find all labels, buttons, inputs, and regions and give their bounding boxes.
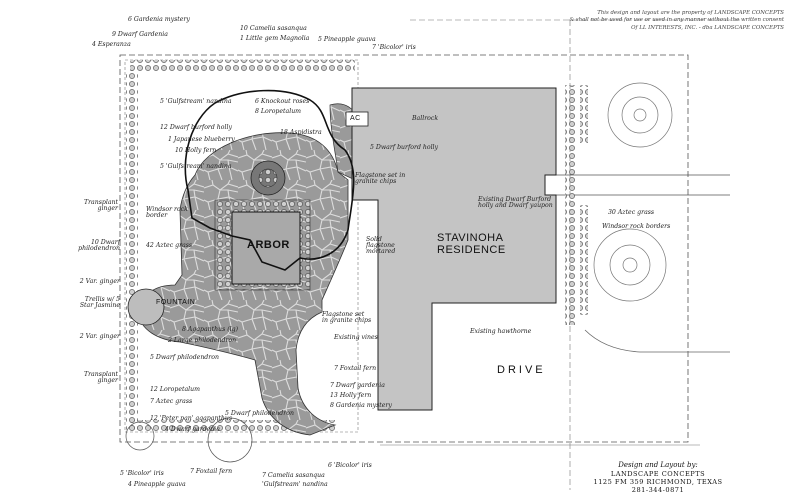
copyright-notice: This design and layout are the property … xyxy=(554,10,784,32)
shrub-row-top xyxy=(130,60,355,72)
plant-label: 1 Little gem Magnolia xyxy=(240,35,310,42)
plant-label: Ballrock xyxy=(412,115,439,122)
drive-label: DRIVE xyxy=(497,364,546,376)
designer-credit: Design and Layout by: LANDSCAPE CONCEPTS… xyxy=(588,461,728,494)
plant-label: 7 Foxtail fern xyxy=(190,468,233,475)
plant-label: 10 Dwarf philodendron xyxy=(78,239,120,253)
plant-label: 10 Holly fern xyxy=(175,147,217,154)
notice-line-2: & shall not be used for use or used in a… xyxy=(569,17,784,24)
plant-label: 7 Dwarf gardenia xyxy=(330,382,385,389)
plant-label: 7 Aztec grass xyxy=(150,398,193,405)
plant-label: 4 Dwarf gardenia xyxy=(165,426,220,433)
plant-label: Flagstone set in granite chips xyxy=(322,311,372,325)
credit-line-4: 281-344-0871 xyxy=(631,486,685,495)
plant-label: 42 Aztec grass xyxy=(146,242,193,249)
credit-line-1: Design and Layout by: xyxy=(618,461,698,469)
shrub-row-right-lower xyxy=(580,205,588,315)
plant-label: 8 Agapanthus (lg) xyxy=(182,326,239,333)
plant-label: Existing Dwarf Burford holly and Dwarf y… xyxy=(478,196,553,210)
tree-canopy-outline xyxy=(184,89,355,271)
bottom-feature-circle xyxy=(207,417,253,463)
fountain-label: FOUNTAIN xyxy=(156,299,196,306)
plant-label: Trellis w/ 5 Star Jasmine xyxy=(79,296,120,310)
plant-label: 5 Dwarf philodendron xyxy=(150,354,219,361)
plant-label: 2 Var. ginger xyxy=(79,333,120,340)
plant-label: 1 Japanese blueberry xyxy=(168,136,235,143)
plant-label: 12 Loropetalum xyxy=(150,386,200,393)
drive-curve xyxy=(584,329,730,353)
property-line xyxy=(119,54,689,443)
plant-label: 6 'Bicolor' iris xyxy=(328,462,372,469)
plant-label: 5 Dwarf philodendron xyxy=(225,410,294,417)
plant-label: 8 Loropetalum xyxy=(255,108,302,115)
plant-label: 5 'Bicolor' iris xyxy=(120,470,164,477)
fountain-circle xyxy=(127,288,165,326)
house-footprint xyxy=(351,87,557,411)
plant-label: 2 Var. ginger xyxy=(79,278,120,285)
plant-label: 8 Gardenia mystery xyxy=(330,402,392,409)
ac-label: AC xyxy=(350,115,361,122)
plant-label: 9 Dwarf Gardenia xyxy=(112,31,168,38)
plant-label: Existing hawthorne xyxy=(470,328,532,335)
plant-label: 13 Holly fern xyxy=(330,392,372,399)
ac-unit xyxy=(345,111,369,127)
plant-label: Windsor rock borders xyxy=(602,223,671,230)
plant-label: 6 Gardenia mystery xyxy=(128,16,190,23)
plant-label: Existing vines xyxy=(334,334,378,341)
plant-label: Windsor rock border xyxy=(146,206,188,220)
credit-line-3: 1125 FM 359 RICHMOND, TEXAS xyxy=(593,477,723,486)
house-title-line1: STAVINOHA xyxy=(437,232,504,244)
existing-tree-lower xyxy=(593,228,667,302)
plant-label: 4 Pineapple guava xyxy=(128,481,186,488)
plant-label: 12 Dwarf burford holly xyxy=(160,124,232,131)
plant-label: 5 Pineapple guava xyxy=(318,36,376,43)
plant-label: 5 'Gulfstream' nandina xyxy=(160,98,232,105)
notice-line-3: Of LL INTERESTS, INC. - dba LANDSCAPE CO… xyxy=(631,24,784,31)
arbor-label: ARBOR xyxy=(247,239,290,251)
plant-label: 6 Knockout roses xyxy=(255,98,310,105)
plant-label: Transplant ginger xyxy=(83,371,118,385)
arbor-structure xyxy=(231,211,301,285)
planter-circle-inner xyxy=(258,168,278,188)
shrub-row-right-house xyxy=(565,85,577,325)
plant-label: Flagstone set in granite chips xyxy=(355,172,406,186)
plant-label: Transplant ginger xyxy=(83,199,118,213)
plant-label: 5 Dwarf burford holly xyxy=(370,144,439,151)
plant-label: 7 Foxtail fern xyxy=(334,365,377,372)
plant-label: 2 Large philodendron xyxy=(168,337,237,344)
plant-label: Solid flagstone mortared xyxy=(366,236,396,256)
notice-line-1: This design and layout are the property … xyxy=(597,10,784,16)
bottom-left-feature-circle xyxy=(125,421,155,451)
plant-label: 10 Camelia sasanqua xyxy=(240,25,307,32)
plant-label: 12 'Peter pan' agapanthus xyxy=(150,415,233,422)
shrub-row-left xyxy=(126,70,138,430)
house-title-line2: RESIDENCE xyxy=(437,244,506,256)
plant-label: 7 'Bicolor' iris xyxy=(372,44,416,51)
plant-label: 18 Aspidistra xyxy=(280,129,322,136)
plant-label: 4 Esperanza xyxy=(92,41,131,48)
plant-label: 'Gulfstream' nandina xyxy=(262,481,328,488)
existing-tree-upper xyxy=(607,82,673,148)
plant-label: 5 'Gulfstream' nandina xyxy=(160,163,232,170)
plant-label: 30 Aztec grass xyxy=(608,209,655,216)
shrub-row-right-inner xyxy=(580,85,588,145)
credit-line-2: LANDSCAPE CONCEPTS xyxy=(610,469,706,478)
plant-label: 7 Camelia sasanqua xyxy=(262,472,325,479)
